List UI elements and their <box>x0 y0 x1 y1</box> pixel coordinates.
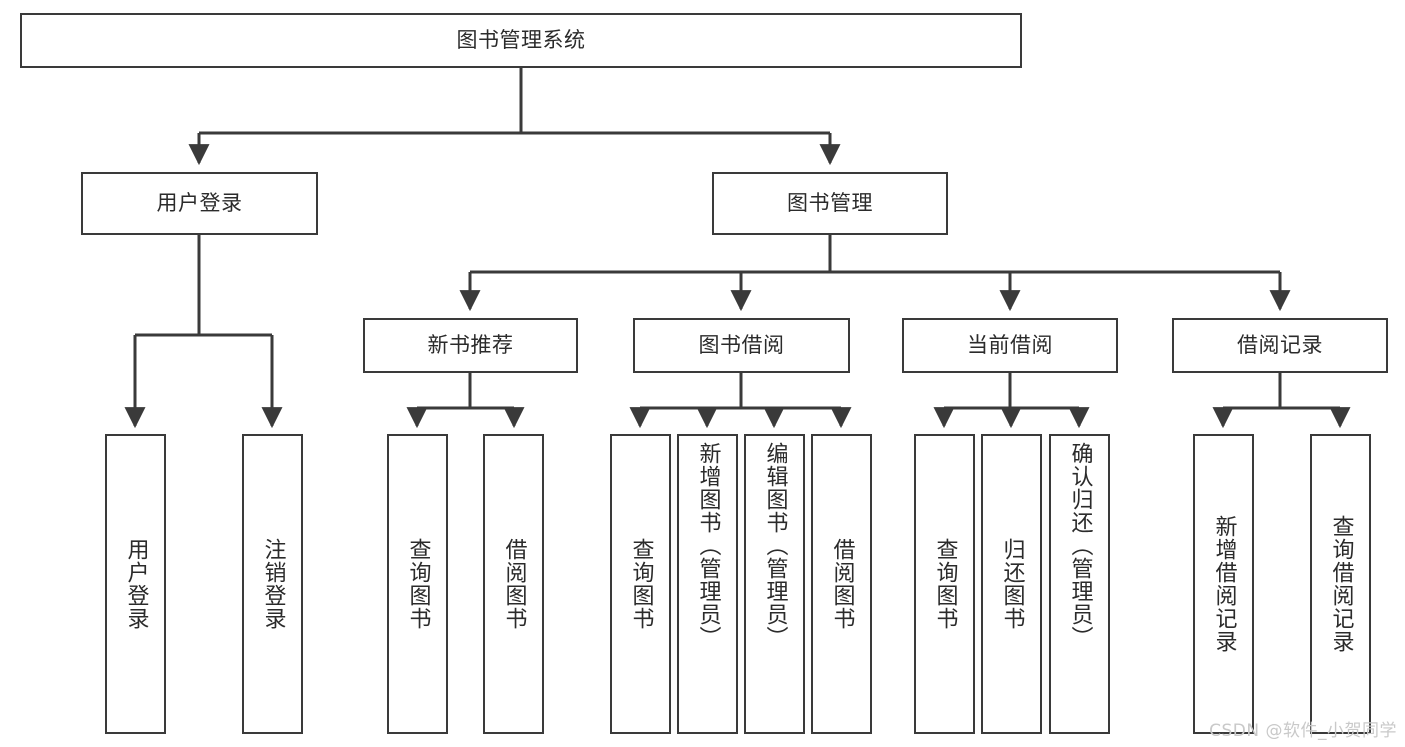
node-leaf-add-record[interactable]: 新增借阅记录 <box>1193 434 1254 734</box>
node-leaf-query-book-a[interactable]: 查询图书 <box>387 434 448 734</box>
node-label: 借阅图书 <box>501 538 527 630</box>
node-label: 图书借阅 <box>698 332 785 357</box>
node-leaf-query-record[interactable]: 查询借阅记录 <box>1310 434 1371 734</box>
node-label: 当前借阅 <box>967 332 1053 357</box>
node-label: 注销登录 <box>260 538 286 630</box>
node-label: 确认归还（管理员） <box>1067 442 1093 649</box>
node-root[interactable]: 图书管理系统 <box>20 13 1022 68</box>
node-leaf-logout[interactable]: 注销登录 <box>242 434 303 734</box>
node-label: 新书推荐 <box>427 332 514 357</box>
node-label: 编辑图书（管理员） <box>762 442 788 649</box>
node-user-login[interactable]: 用户登录 <box>81 172 318 235</box>
node-book-manage[interactable]: 图书管理 <box>712 172 948 235</box>
node-leaf-user-login[interactable]: 用户登录 <box>105 434 166 734</box>
node-book-borrow[interactable]: 图书借阅 <box>633 318 850 373</box>
node-borrow-record[interactable]: 借阅记录 <box>1172 318 1388 373</box>
node-label: 查询图书 <box>932 538 958 630</box>
node-new-book-rec[interactable]: 新书推荐 <box>363 318 578 373</box>
node-leaf-confirm-return[interactable]: 确认归还（管理员） <box>1049 434 1110 734</box>
node-leaf-edit-book[interactable]: 编辑图书（管理员） <box>744 434 805 734</box>
node-leaf-borrow-book-a[interactable]: 借阅图书 <box>483 434 544 734</box>
node-leaf-query-book-c[interactable]: 查询图书 <box>914 434 975 734</box>
node-leaf-query-book-b[interactable]: 查询图书 <box>610 434 671 734</box>
node-leaf-add-book[interactable]: 新增图书（管理员） <box>677 434 738 734</box>
node-label: 借阅记录 <box>1237 332 1323 357</box>
node-label: 用户登录 <box>123 538 149 630</box>
node-label: 图书管理系统 <box>456 27 586 52</box>
node-label: 查询图书 <box>405 538 431 630</box>
node-label: 查询借阅记录 <box>1328 515 1354 653</box>
node-label: 图书管理 <box>787 190 873 215</box>
node-leaf-borrow-book-b[interactable]: 借阅图书 <box>811 434 872 734</box>
csdn-watermark: CSDN @软件_小贺同学 <box>1209 721 1397 741</box>
node-label: 归还图书 <box>999 538 1025 630</box>
node-label: 用户登录 <box>156 190 243 215</box>
node-label: 借阅图书 <box>829 538 855 630</box>
node-label: 新增借阅记录 <box>1211 515 1237 653</box>
node-leaf-return-book[interactable]: 归还图书 <box>981 434 1042 734</box>
node-current-borrow[interactable]: 当前借阅 <box>902 318 1118 373</box>
node-label: 查询图书 <box>628 538 654 630</box>
node-label: 新增图书（管理员） <box>695 442 721 649</box>
